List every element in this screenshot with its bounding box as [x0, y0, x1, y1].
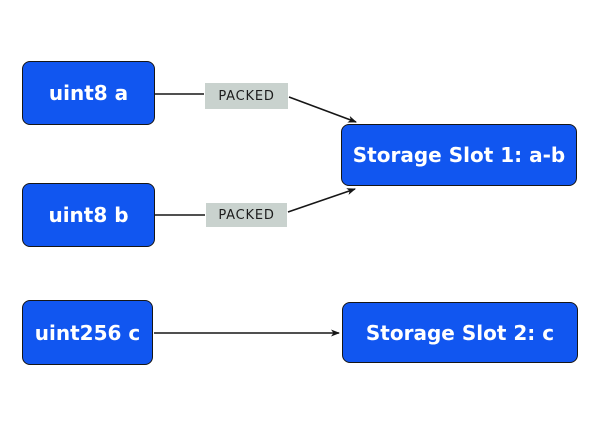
edge-label-packed-b: PACKED	[206, 203, 287, 227]
node-uint8-a[interactable]: uint8 a	[22, 61, 155, 125]
node-storage-slot-2[interactable]: Storage Slot 2: c	[342, 302, 578, 363]
connector-packed-b-to-slot1	[287, 188, 356, 213]
node-storage-slot-1-label: Storage Slot 1: a-b	[352, 143, 566, 167]
node-storage-slot-1[interactable]: Storage Slot 1: a-b	[341, 124, 577, 186]
edge-label-packed-b-text: PACKED	[218, 207, 275, 223]
node-uint8-a-label: uint8 a	[48, 81, 129, 105]
node-storage-slot-2-label: Storage Slot 2: c	[365, 320, 555, 345]
node-uint256-c-label: uint256 c	[34, 320, 141, 345]
edge-label-packed-a-text: PACKED	[218, 88, 275, 104]
edge-label-packed-a: PACKED	[205, 83, 288, 109]
node-uint256-c[interactable]: uint256 c	[22, 300, 153, 365]
node-uint8-b[interactable]: uint8 b	[22, 183, 155, 247]
connector-packed-a-to-slot1	[288, 96, 357, 123]
node-uint8-b-label: uint8 b	[48, 203, 129, 227]
